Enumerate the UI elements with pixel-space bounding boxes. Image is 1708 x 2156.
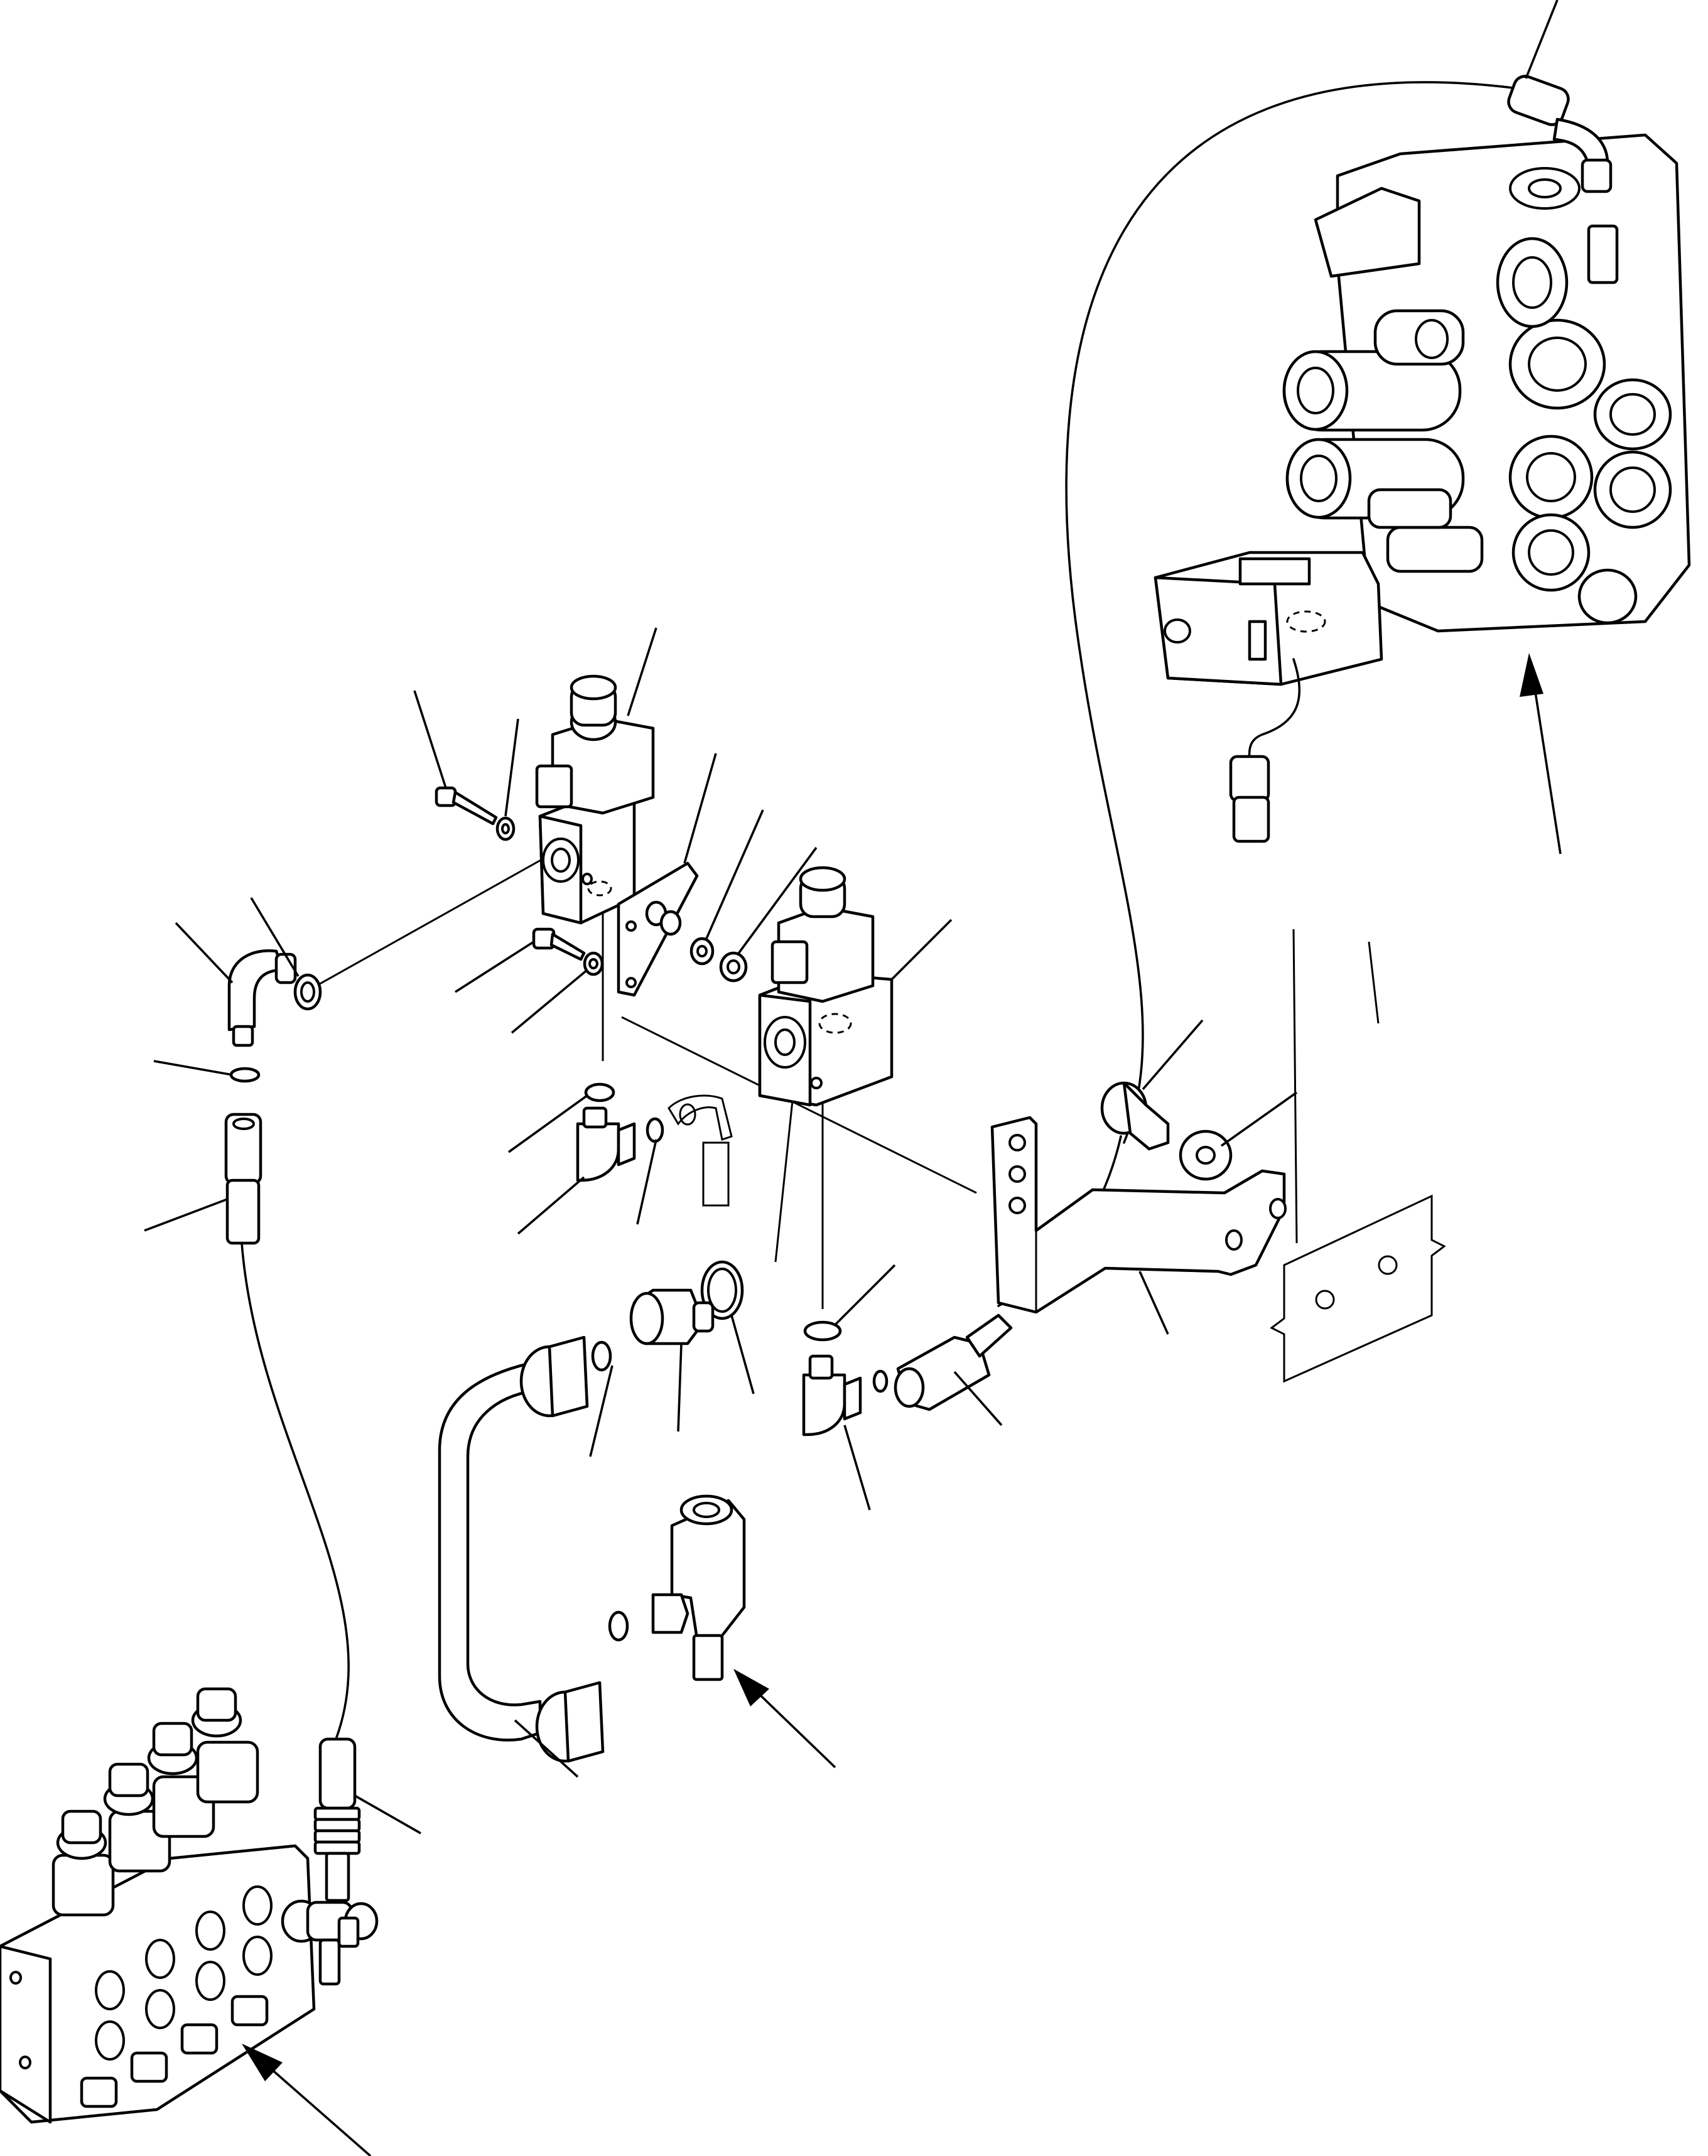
- solenoid-valve-lower: [758, 866, 894, 1107]
- nut-right: [719, 951, 748, 983]
- elbow-center-ghost: [668, 1094, 733, 1207]
- leader-valve-lower: [890, 919, 953, 981]
- leader-nut-b: [737, 846, 818, 956]
- leader-adapter: [677, 1343, 683, 1432]
- leader-tube: [514, 1719, 579, 1778]
- adapter-center: [629, 1288, 715, 1345]
- leader-o-ring-left: [250, 897, 300, 977]
- leader-nut-a: [705, 809, 764, 939]
- leader-washer-bracket: [1220, 1091, 1298, 1147]
- mounting-bracket: [990, 1116, 1287, 1314]
- bolt-middle: [532, 927, 586, 961]
- bent-tube: [438, 1335, 605, 1763]
- main-control-valve: [1154, 75, 1691, 686]
- washer-bracket: [1179, 1129, 1233, 1181]
- leader-bolt-bracket: [1142, 1019, 1204, 1091]
- connector-plug: [1229, 755, 1270, 843]
- leader-main-hose: [1525, 0, 1559, 79]
- hose-left: [241, 1242, 350, 1740]
- cab-frame: [1270, 1194, 1446, 1383]
- leader-o-ring-right: [834, 1264, 896, 1326]
- elbow-center: [576, 1106, 636, 1182]
- tee-fitting: [651, 1494, 746, 1681]
- o-ring-left-lower: [229, 1067, 261, 1083]
- hose-end-left: [224, 1113, 262, 1245]
- leader-bolt-upper: [413, 690, 447, 789]
- leader-o-ring-adapter-small: [589, 1365, 613, 1457]
- leader-coil-upper: [627, 627, 657, 716]
- view-arrow-tee: [733, 1669, 836, 1769]
- o-ring-right: [803, 1320, 842, 1342]
- hose-main-valve: [1065, 81, 1515, 1144]
- hose-end-right: [894, 1313, 1013, 1411]
- view-arrow-valve-bank: [242, 2044, 372, 2156]
- leader-o-ring-center-right: [636, 1139, 657, 1225]
- o-ring-left-upper: [293, 973, 322, 1011]
- leader-bracket: [1138, 1271, 1169, 1335]
- nut-pair: [645, 900, 682, 936]
- leader-o-ring-small: [153, 1060, 233, 1076]
- assembly-lines: [310, 856, 1380, 1309]
- washer-middle: [583, 951, 604, 976]
- leader-elbow-center: [517, 1176, 585, 1235]
- leader-washer-middle: [511, 969, 588, 1034]
- leader-elbow-right: [843, 1425, 871, 1511]
- elbow-left: [227, 949, 297, 1047]
- leader-bolt-middle: [455, 941, 534, 993]
- o-ring-tee: [608, 1610, 629, 1642]
- solenoid-valve-upper: [535, 674, 655, 925]
- o-ring-center: [584, 1082, 615, 1102]
- solenoid-valve-bank: [0, 1687, 379, 2124]
- washer-upper: [495, 816, 516, 841]
- view-arrow-main-valve: [1520, 653, 1562, 854]
- o-ring-right-small: [872, 1369, 889, 1393]
- o-ring-center-right: [646, 1117, 664, 1143]
- leader-hose-end-bank: [354, 1794, 421, 1835]
- leader-washer-upper: [504, 718, 519, 817]
- bolt-bracket: [1100, 1081, 1170, 1151]
- leader-o-ring-center: [507, 1094, 588, 1153]
- bolt-upper: [435, 786, 498, 826]
- callout-leaders: [144, 0, 1559, 1835]
- washer-right: [689, 937, 715, 966]
- leader-o-ring-adapter-large: [730, 1315, 755, 1394]
- leader-hose-end-right: [953, 1371, 1003, 1426]
- leader-hose-end: [144, 1198, 228, 1232]
- hose-end-bank: [313, 1737, 361, 1902]
- leader-plate: [683, 753, 717, 864]
- leader-elbow-left: [175, 922, 234, 984]
- spacer-plate: [617, 861, 699, 997]
- cable: [1248, 658, 1301, 767]
- o-ring-adapter-small: [591, 1340, 612, 1372]
- elbow-right: [802, 1354, 862, 1436]
